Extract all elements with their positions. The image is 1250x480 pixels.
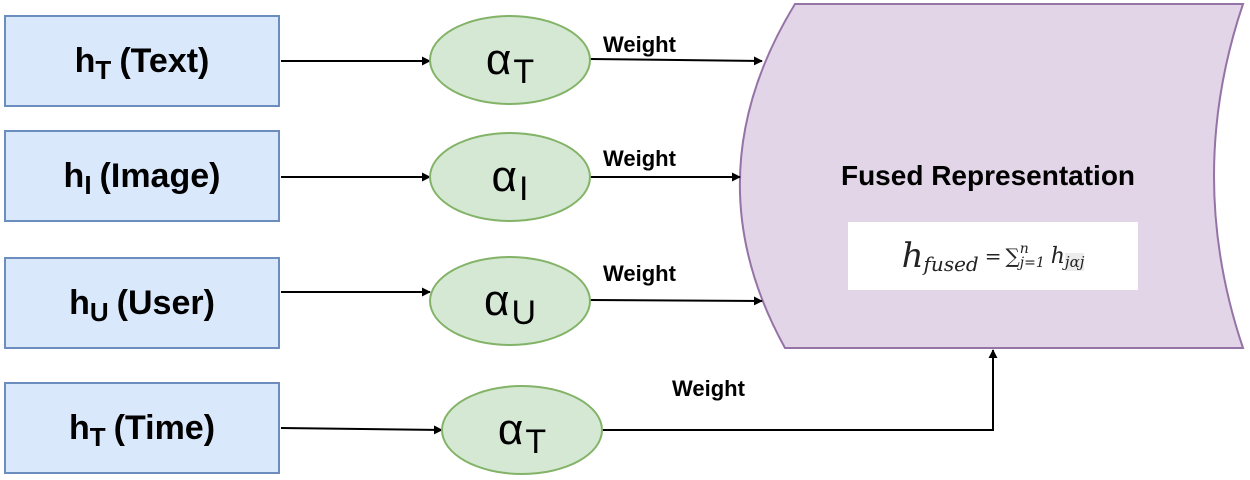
- input-text-label: (Text): [119, 41, 210, 80]
- weight-text-subscript: T: [513, 52, 535, 91]
- formula-equals: =: [984, 244, 1002, 268]
- weight-image-symbol: α: [491, 152, 517, 201]
- edge-label-time: Weight: [672, 376, 745, 401]
- fusion-formula: h fused = ∑ n j=1 h jαj: [848, 222, 1138, 290]
- input-time-symbol: h: [68, 408, 90, 447]
- input-user-label: (User): [116, 283, 215, 322]
- formula-limits: n j=1: [1020, 242, 1045, 270]
- formula-term: h: [1050, 243, 1065, 269]
- input-image-symbol: h: [63, 156, 85, 195]
- edge-weight-user: [589, 296, 763, 306]
- formula-term-subscript: jαj: [1064, 253, 1085, 271]
- weight-text-symbol: α: [485, 35, 512, 84]
- input-user-symbol: h: [69, 283, 90, 322]
- formula-subscript: fused: [923, 252, 979, 276]
- weight-time-symbol: α: [497, 405, 524, 454]
- formula-sigma: ∑: [1005, 244, 1020, 268]
- input-text-symbol: h: [74, 41, 96, 80]
- formula-h: h: [901, 236, 924, 276]
- edge-label-user: Weight: [603, 261, 676, 286]
- input-image-label: (Image): [99, 156, 221, 195]
- edge-weight-time: [602, 349, 998, 431]
- formula-lower-limit: j=1: [1019, 255, 1045, 271]
- weight-user-subscript: U: [511, 293, 536, 332]
- input-user-subscript: U: [89, 296, 109, 327]
- fused-title: Fused Representation: [840, 160, 1136, 191]
- input-text-subscript: T: [95, 54, 112, 85]
- input-time-label: (Time): [113, 408, 216, 447]
- weight-time-subscript: T: [525, 422, 547, 461]
- edge-label-image: Weight: [603, 146, 676, 171]
- input-time-subscript: T: [89, 421, 106, 452]
- edge-label-text: Weight: [603, 32, 676, 57]
- formula-upper-limit: n: [1019, 241, 1029, 257]
- weight-image-subscript: I: [518, 169, 529, 208]
- weight-user-symbol: α: [484, 276, 510, 325]
- input-image-subscript: I: [84, 169, 92, 200]
- edge-weight-text: [589, 56, 763, 66]
- edge-input-time: [280, 425, 443, 435]
